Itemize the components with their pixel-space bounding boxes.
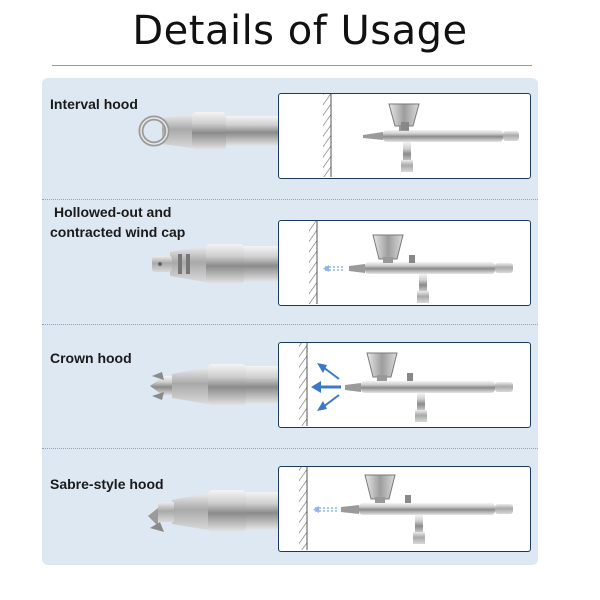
sabre-hood-icon <box>148 490 290 532</box>
interval-hood-airbrush-figure <box>278 93 531 179</box>
row-label-crown-hood: Crown hood <box>50 348 132 368</box>
row-label-hollowed-wind-cap: Hollowed-out and <box>54 202 171 222</box>
label-line: Crown hood <box>50 350 132 366</box>
row-label-hollowed-wind-cap-line2: contracted wind cap <box>50 222 185 242</box>
sabre-hood-airbrush-figure <box>278 466 531 552</box>
row-separator <box>42 448 538 449</box>
label-line: Hollowed-out and <box>54 204 172 220</box>
title-divider <box>52 65 532 66</box>
label-line: Interval hood <box>50 96 138 112</box>
row-separator <box>42 199 538 200</box>
interval-hood-icon <box>138 112 290 150</box>
row-label-interval-hood: Interval hood <box>50 94 138 114</box>
hollowed-wind-cap-airbrush-figure <box>278 220 531 306</box>
page-title: Details of Usage <box>132 8 468 54</box>
row-label-sabre-hood: Sabre-style hood <box>50 474 164 494</box>
row-separator <box>42 324 538 325</box>
crown-hood-icon <box>150 364 290 406</box>
label-line: contracted wind cap <box>50 224 186 240</box>
usage-panel: Interval hood Hollowed-out and contracte… <box>42 78 538 565</box>
crown-hood-airbrush-figure <box>278 342 531 428</box>
label-line: Sabre-style hood <box>50 476 164 492</box>
hollowed-wind-cap-icon <box>152 244 290 284</box>
